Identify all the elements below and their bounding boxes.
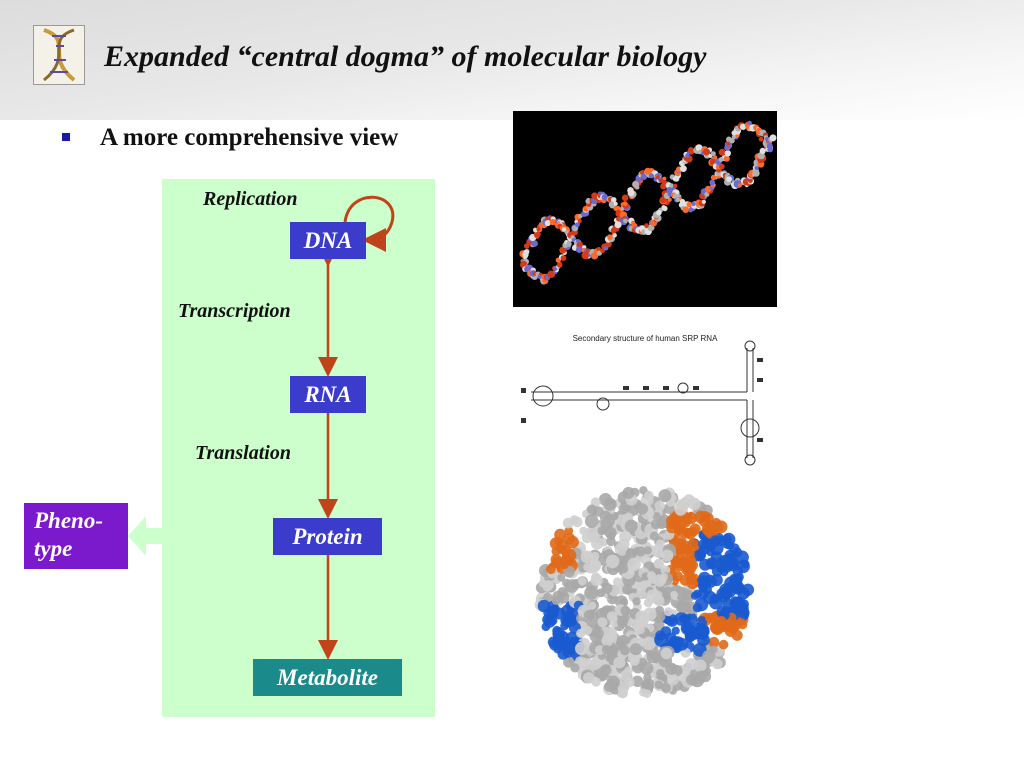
transcription-label: Transcription [178, 300, 291, 322]
protein-node: Protein [273, 518, 382, 555]
protein-structure-image [530, 475, 760, 705]
rna-structure-image: Secondary structure of human SRP RNA [513, 328, 777, 470]
bullet-marker [62, 133, 70, 141]
metabolite-node: Metabolite [253, 659, 402, 696]
dna-helix-icon [33, 25, 85, 85]
header-band [0, 0, 1024, 120]
translation-label: Translation [195, 442, 291, 464]
rna-caption: Secondary structure of human SRP RNA [572, 334, 718, 343]
dogma-panel [162, 179, 435, 717]
rna-node: RNA [290, 376, 366, 413]
dna-node: DNA [290, 222, 366, 259]
phenotype-arrow [128, 516, 162, 556]
dna-structure-image [513, 111, 777, 307]
bullet-text: A more comprehensive view [100, 124, 399, 151]
replication-arrow [343, 195, 395, 252]
page-title: Expanded “central dogma” of molecular bi… [104, 40, 707, 73]
replication-label: Replication [203, 188, 298, 210]
phenotype-node: Pheno-type [24, 503, 128, 569]
phenotype-label: Pheno-type [34, 508, 103, 561]
